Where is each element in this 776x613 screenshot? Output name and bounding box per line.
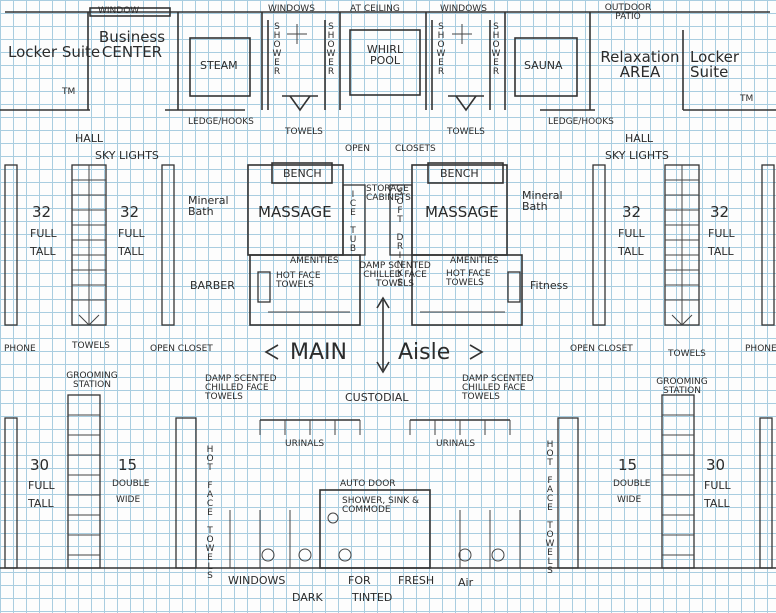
windows-bottom-label: WINDOWS bbox=[228, 574, 286, 587]
locker-suite-right-label: Locker Suite bbox=[690, 48, 740, 81]
tall-3: TALL bbox=[618, 245, 644, 258]
lockers-15-right: 15 bbox=[618, 456, 638, 474]
shower-label-4: SHOWER bbox=[491, 22, 501, 76]
lockers-30-right: 30 bbox=[706, 456, 726, 474]
phone-right-label: PHONE bbox=[745, 344, 776, 354]
lockers-15-left: 15 bbox=[118, 456, 138, 474]
outdoor-patio-label: OUTDOOR PATIO bbox=[604, 3, 652, 22]
hall-left-label: HALL bbox=[75, 132, 104, 145]
trademark-left: TM bbox=[62, 87, 76, 97]
grooming-station-left: GROOMING STATION bbox=[66, 371, 118, 390]
damp-chilled-towels-right: DAMP SCENTED CHILLED FACE TOWELS bbox=[462, 374, 534, 402]
whirlpool-label: WHIRL POOL bbox=[366, 43, 404, 67]
bench-left-label: BENCH bbox=[283, 167, 322, 180]
towels-mid-left: TOWELS bbox=[72, 341, 110, 351]
full-4: FULL bbox=[708, 227, 735, 240]
air-label: Air bbox=[458, 576, 474, 589]
dark-label: DARK bbox=[292, 591, 323, 604]
shower-label-1: SHOWER bbox=[272, 22, 282, 76]
hall-right-label: HALL bbox=[625, 132, 654, 145]
windows-top-left-label: WINDOWS bbox=[268, 4, 315, 14]
ice-tub-label: ICE TUB bbox=[348, 190, 358, 253]
whirlpool bbox=[349, 29, 421, 96]
relaxation-area-label: Relaxation AREA bbox=[600, 48, 680, 81]
hot-face-towels-lower-right: HOT FACE TOWELS bbox=[545, 440, 555, 575]
locker-suite-left-label: Locker Suite bbox=[8, 43, 101, 61]
mineral-bath-right: Mineral Bath bbox=[522, 189, 563, 213]
sauna-room bbox=[514, 37, 578, 97]
shower-label-3: SHOWER bbox=[436, 22, 446, 76]
sauna-label: SAUNA bbox=[524, 59, 563, 72]
shower-sink-commode-label: SHOWER, SINK & COMMODE bbox=[342, 496, 420, 515]
storage-cabinets-label: STORAGE CABINETS bbox=[366, 184, 411, 203]
shower-label-2: SHOWER bbox=[326, 22, 336, 76]
damp-chilled-towels-left: DAMP SCENTED CHILLED FACE TOWELS bbox=[205, 374, 277, 402]
soft-drinks-label: SOFT DRINKS bbox=[395, 188, 405, 287]
tall-4: TALL bbox=[708, 245, 734, 258]
double-left: DOUBLE bbox=[112, 479, 150, 489]
wide-left: WIDE bbox=[116, 495, 141, 505]
main-aisle-aisle: Aisle bbox=[398, 340, 451, 365]
massage-left-label: MASSAGE bbox=[258, 203, 332, 221]
lockers-count-2: 32 bbox=[120, 203, 140, 221]
amenities-right: AMENITIES bbox=[450, 256, 499, 266]
mineral-bath-left: Mineral Bath bbox=[188, 194, 229, 218]
skylights-left-label: SKY LIGHTS bbox=[95, 149, 159, 162]
for-label: FOR bbox=[348, 574, 371, 587]
full-lower-left: FULL bbox=[28, 479, 55, 492]
tall-lower-right: TALL bbox=[704, 497, 730, 510]
amenities-left: AMENITIES bbox=[290, 256, 339, 266]
business-window bbox=[89, 7, 171, 17]
open-closet-left: OPEN CLOSET bbox=[150, 344, 213, 354]
tall-2: TALL bbox=[118, 245, 144, 258]
massage-right-label: MASSAGE bbox=[425, 203, 499, 221]
lockers-count-3: 32 bbox=[622, 203, 642, 221]
tall-1: TALL bbox=[30, 245, 56, 258]
wide-right: WIDE bbox=[617, 495, 642, 505]
window-label: WINDOW bbox=[98, 6, 140, 16]
bench-right-label: BENCH bbox=[440, 167, 479, 180]
open-closet-right: OPEN CLOSET bbox=[570, 344, 633, 354]
damp-chilled-towels-center: DAMP SCENTED CHILLED FACE TOWELS bbox=[359, 261, 431, 289]
full-lower-right: FULL bbox=[704, 479, 731, 492]
steam-label: STEAM bbox=[200, 59, 238, 72]
hot-face-towels-right: HOT FACE TOWELS bbox=[446, 269, 491, 288]
full-3: FULL bbox=[618, 227, 645, 240]
ledge-hooks-right: LEDGE/HOOKS bbox=[548, 117, 614, 127]
closets-label: CLOSETS bbox=[395, 144, 436, 154]
full-1: FULL bbox=[30, 227, 57, 240]
phone-left-label: PHONE bbox=[4, 344, 36, 354]
skylights-right-label: SKY LIGHTS bbox=[605, 149, 669, 162]
barber-label: BARBER bbox=[190, 279, 235, 292]
double-right: DOUBLE bbox=[613, 479, 651, 489]
windows-top-right-label: WINDOWS bbox=[440, 4, 487, 14]
tall-lower-left: TALL bbox=[28, 497, 54, 510]
business-center-label: Business CENTER bbox=[98, 28, 166, 61]
lockers-count-1: 32 bbox=[32, 203, 52, 221]
towels-top-left: TOWELS bbox=[285, 127, 323, 137]
urinals-right: URINALS bbox=[436, 439, 476, 449]
towels-mid-right: TOWELS bbox=[668, 349, 706, 359]
fitness-label: Fitness bbox=[530, 279, 569, 292]
urinals-left: URINALS bbox=[285, 439, 325, 449]
steam-room bbox=[189, 37, 251, 97]
grooming-station-right: GROOMING STATION bbox=[656, 377, 708, 396]
open-label: OPEN bbox=[345, 144, 370, 154]
trademark-right: TM bbox=[740, 94, 754, 104]
tinted-label: TINTED bbox=[352, 591, 393, 604]
full-2: FULL bbox=[118, 227, 145, 240]
custodial-label: CUSTODIAL bbox=[345, 391, 409, 404]
at-ceiling-label: AT CEILING bbox=[350, 4, 400, 14]
main-aisle-main: MAIN bbox=[290, 340, 347, 365]
fresh-label: FRESH bbox=[398, 574, 435, 587]
ledge-hooks-left: LEDGE/HOOKS bbox=[188, 117, 254, 127]
hot-face-towels-lower-left: HOT FACE TOWELS bbox=[205, 445, 215, 580]
hot-face-towels-left: HOT FACE TOWELS bbox=[276, 271, 321, 290]
auto-door-label: AUTO DOOR bbox=[340, 479, 396, 489]
lockers-count-4: 32 bbox=[710, 203, 730, 221]
lockers-30-left: 30 bbox=[30, 456, 50, 474]
towels-top-right: TOWELS bbox=[447, 127, 485, 137]
